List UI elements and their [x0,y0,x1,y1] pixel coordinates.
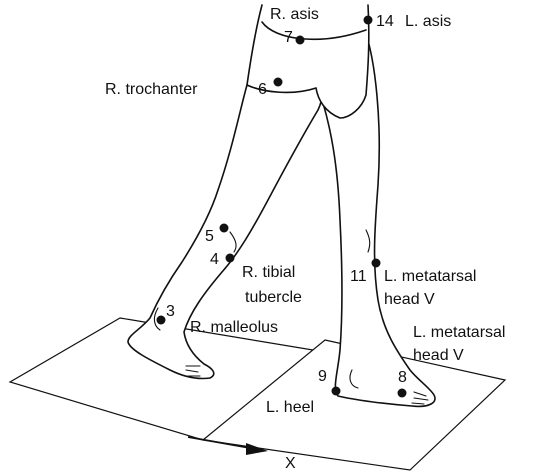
label-r-asis: R. asis [270,6,319,23]
x-axis-label: X [285,455,296,471]
marker-5-dot [220,224,229,233]
marker-4-number: 4 [210,251,219,268]
marker-5-number: 5 [205,228,214,245]
marker-11-dot [372,259,381,268]
marker-3-dot [157,316,166,325]
marker-7-number: 7 [284,29,293,46]
label-r-tibial-line2: tubercle [245,289,302,306]
label-r-trochanter: R. trochanter [105,81,198,98]
label-l-metatarsal-lower-line1: L. metatarsal [413,324,505,341]
marker-6-dot [274,78,283,87]
marker-14-number: 14 [376,13,394,30]
marker-11-number: 11 [350,268,367,285]
marker-9-dot [332,387,341,396]
marker-8-number: 8 [398,369,407,386]
label-l-asis: L. asis [405,13,451,30]
label-r-tibial-line1: R. tibial [242,264,295,281]
label-l-metatarsal-lower-line2: head V [413,347,464,364]
marker-14-dot [364,16,373,25]
marker-8-dot [398,389,407,398]
label-l-heel: L. heel [266,399,314,416]
label-l-metatarsal-upper-line1: L. metatarsal [384,268,476,285]
marker-6-number: 6 [258,81,267,98]
label-r-malleolus: R. malleolus [190,319,278,336]
marker-7-dot [296,36,305,45]
marker-3-number: 3 [166,303,175,320]
marker-4-dot [226,254,235,263]
label-l-metatarsal-upper-line2: head V [384,291,435,308]
marker-9-number: 9 [318,368,327,385]
